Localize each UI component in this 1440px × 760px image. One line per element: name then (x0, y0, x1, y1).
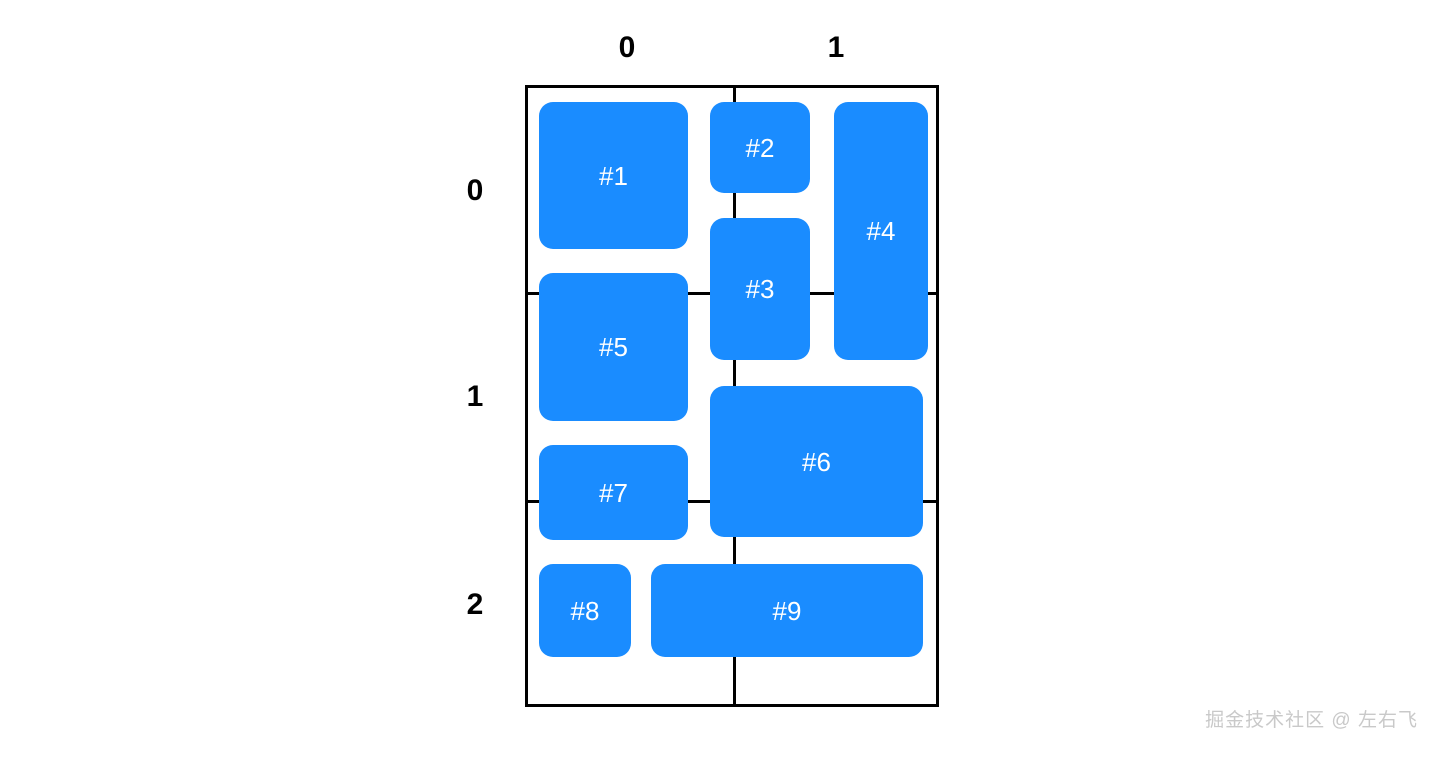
flex-item-4[interactable]: #4 (834, 102, 928, 360)
grid-frame: #1 #2 #3 #4 #5 #6 #7 #8 #9 (525, 85, 939, 707)
flex-item-8[interactable]: #8 (539, 564, 631, 657)
column-header-0: 0 (618, 31, 636, 64)
flex-item-3[interactable]: #3 (710, 218, 810, 360)
flex-item-2[interactable]: #2 (710, 102, 810, 193)
flex-item-7[interactable]: #7 (539, 445, 688, 540)
row-header-0: 0 (466, 174, 484, 207)
flex-item-9[interactable]: #9 (651, 564, 923, 657)
flex-item-1[interactable]: #1 (539, 102, 688, 249)
row-header-2: 2 (466, 588, 484, 621)
flex-item-6[interactable]: #6 (710, 386, 923, 537)
watermark: 掘金技术社区 @ 左右飞 (1205, 710, 1418, 731)
flex-item-5[interactable]: #5 (539, 273, 688, 421)
column-header-1: 1 (827, 31, 845, 64)
row-header-1: 1 (466, 380, 484, 413)
